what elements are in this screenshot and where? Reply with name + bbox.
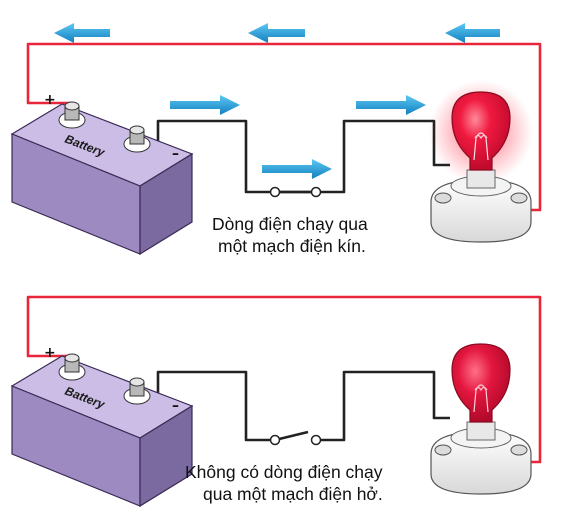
- battery: Battery: [11, 101, 193, 255]
- light-bulb-unlit: [430, 343, 532, 495]
- light-bulb-lit: [430, 91, 532, 243]
- positive-wire: [26, 42, 542, 212]
- closed-circuit-caption-line2: một mạch điện kín.: [218, 236, 366, 256]
- current-arrow: [356, 95, 426, 115]
- negative-sign: –: [172, 398, 179, 414]
- negative-sign: –: [172, 146, 179, 162]
- positive-sign: +: [44, 92, 56, 108]
- battery: Battery: [11, 353, 193, 507]
- open-circuit-caption-line1: Không có dòng điện chạy: [185, 462, 383, 482]
- closed-circuit-panel: Battery + – Dòng điện chạ: [11, 23, 542, 256]
- open-circuit-panel: Battery + – Không có dòng điện chạy qua …: [11, 295, 542, 507]
- positive-sign: +: [44, 345, 56, 361]
- current-arrow: [262, 159, 332, 179]
- closed-switch: [269, 186, 322, 198]
- current-arrow: [248, 23, 305, 43]
- open-circuit-caption-line2: qua một mạch điện hở.: [203, 484, 383, 504]
- positive-wire: [26, 295, 542, 464]
- closed-circuit-caption-line1: Dòng điện chạy qua: [212, 214, 368, 234]
- current-arrow: [445, 23, 500, 43]
- current-arrow: [54, 23, 110, 43]
- open-switch: [269, 430, 322, 446]
- current-arrow: [170, 95, 240, 115]
